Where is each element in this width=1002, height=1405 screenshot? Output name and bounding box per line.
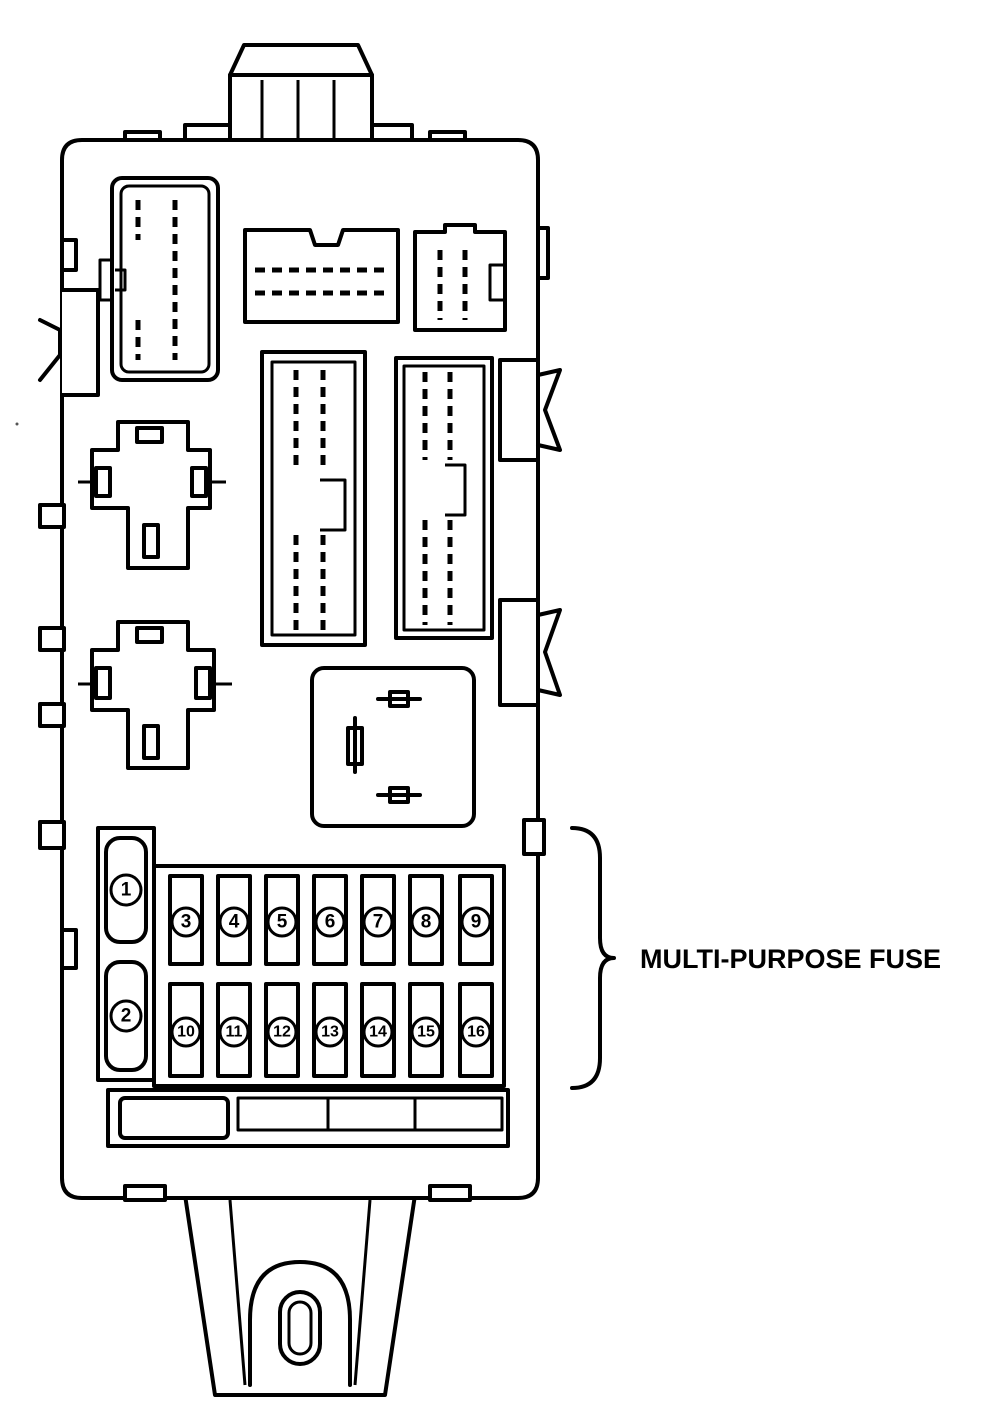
- relay-connector: [98, 176, 220, 382]
- connector-upper-right: [413, 223, 507, 332]
- connector-multipin-left: [260, 350, 367, 647]
- connector-multipin-right: [394, 356, 494, 640]
- fuse-callout-brace: [570, 826, 616, 1090]
- bottom-fuse-strip: [106, 1088, 510, 1148]
- fuse-6: 6: [312, 874, 348, 966]
- right-side-tabs: [60, 226, 562, 970]
- fuse-10-label: 10: [177, 1024, 195, 1041]
- mount-bracket: [183, 1193, 417, 1397]
- fuse-9: 9: [458, 874, 494, 966]
- fuse-7: 7: [360, 874, 396, 966]
- fuse-14: 14: [360, 982, 396, 1078]
- fuse-5: 5: [264, 874, 300, 966]
- clip: [428, 1184, 472, 1202]
- relay-socket-upper: [78, 420, 226, 570]
- fuse-9-label: 9: [471, 912, 482, 933]
- fuse-16-label: 16: [467, 1024, 485, 1041]
- fuse-4-label: 4: [229, 912, 240, 933]
- fuse-11: 11: [216, 982, 252, 1078]
- fuse-3-label: 3: [181, 912, 192, 933]
- large-fuse-holder: [96, 826, 156, 1082]
- fuse-15-label: 15: [417, 1024, 435, 1041]
- relay-center: [310, 666, 476, 828]
- multi-purpose-fuse-label: MULTI-PURPOSE FUSE: [640, 944, 941, 974]
- large-fuse-2: 2: [109, 999, 143, 1033]
- fuse-16: 16: [458, 982, 494, 1078]
- large-fuse-1-label: 1: [121, 880, 132, 901]
- large-fuse-1: 1: [109, 873, 143, 907]
- fuse-3: 3: [168, 874, 204, 966]
- fuse-7-label: 7: [373, 912, 384, 933]
- fuse-10: 10: [168, 982, 204, 1078]
- large-fuse-2-label: 2: [121, 1006, 132, 1027]
- fuse-14-label: 14: [369, 1024, 387, 1041]
- connector-upper-middle: [243, 228, 400, 324]
- speck: [15, 422, 19, 426]
- top-connector: [183, 43, 414, 147]
- fuse-6-label: 6: [325, 912, 336, 933]
- clip: [123, 1184, 167, 1202]
- fuse-5-label: 5: [277, 912, 288, 933]
- fuse-12: 12: [264, 982, 300, 1078]
- fuse-13-label: 13: [321, 1024, 339, 1041]
- fuse-4: 4: [216, 874, 252, 966]
- left-side-tabs: [38, 238, 100, 850]
- fuse-8: 8: [408, 874, 444, 966]
- fuse-12-label: 12: [273, 1024, 291, 1041]
- fuse-15: 15: [408, 982, 444, 1078]
- fuse-8-label: 8: [421, 912, 432, 933]
- fuse-13: 13: [312, 982, 348, 1078]
- relay-socket-lower: [78, 620, 232, 770]
- fuse-11-label: 11: [226, 1024, 243, 1041]
